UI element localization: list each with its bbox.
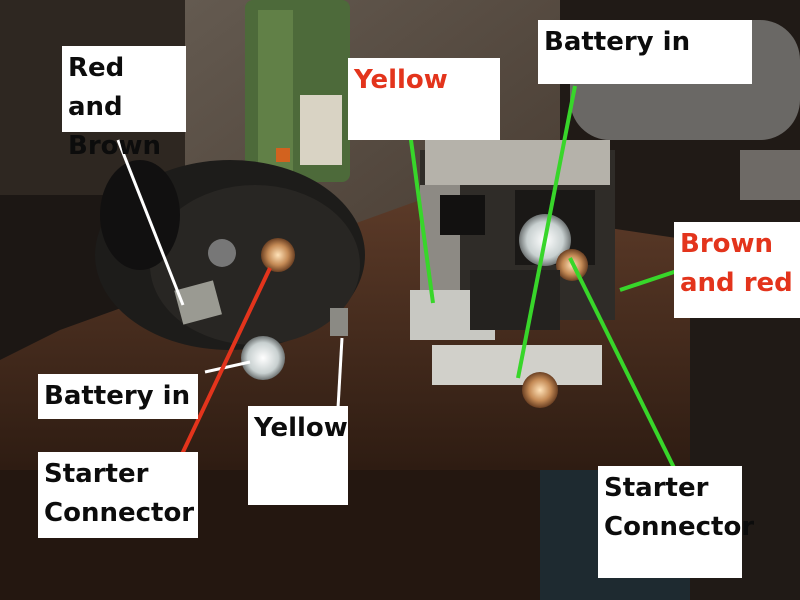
label-right-brown-and-red: Brown and red <box>674 222 800 318</box>
label-left-battery-in: Battery in <box>38 374 198 419</box>
label-right-yellow: Yellow <box>348 58 500 140</box>
label-right-starter-connector: Starter Connector <box>598 466 754 578</box>
label-right-battery-in: Battery in <box>538 20 752 84</box>
label-left-yellow: Yellow <box>248 406 348 505</box>
label-left-red-and-brown: Red and Brown <box>62 46 186 161</box>
label-left-starter-connector: Starter Connector <box>38 452 198 538</box>
